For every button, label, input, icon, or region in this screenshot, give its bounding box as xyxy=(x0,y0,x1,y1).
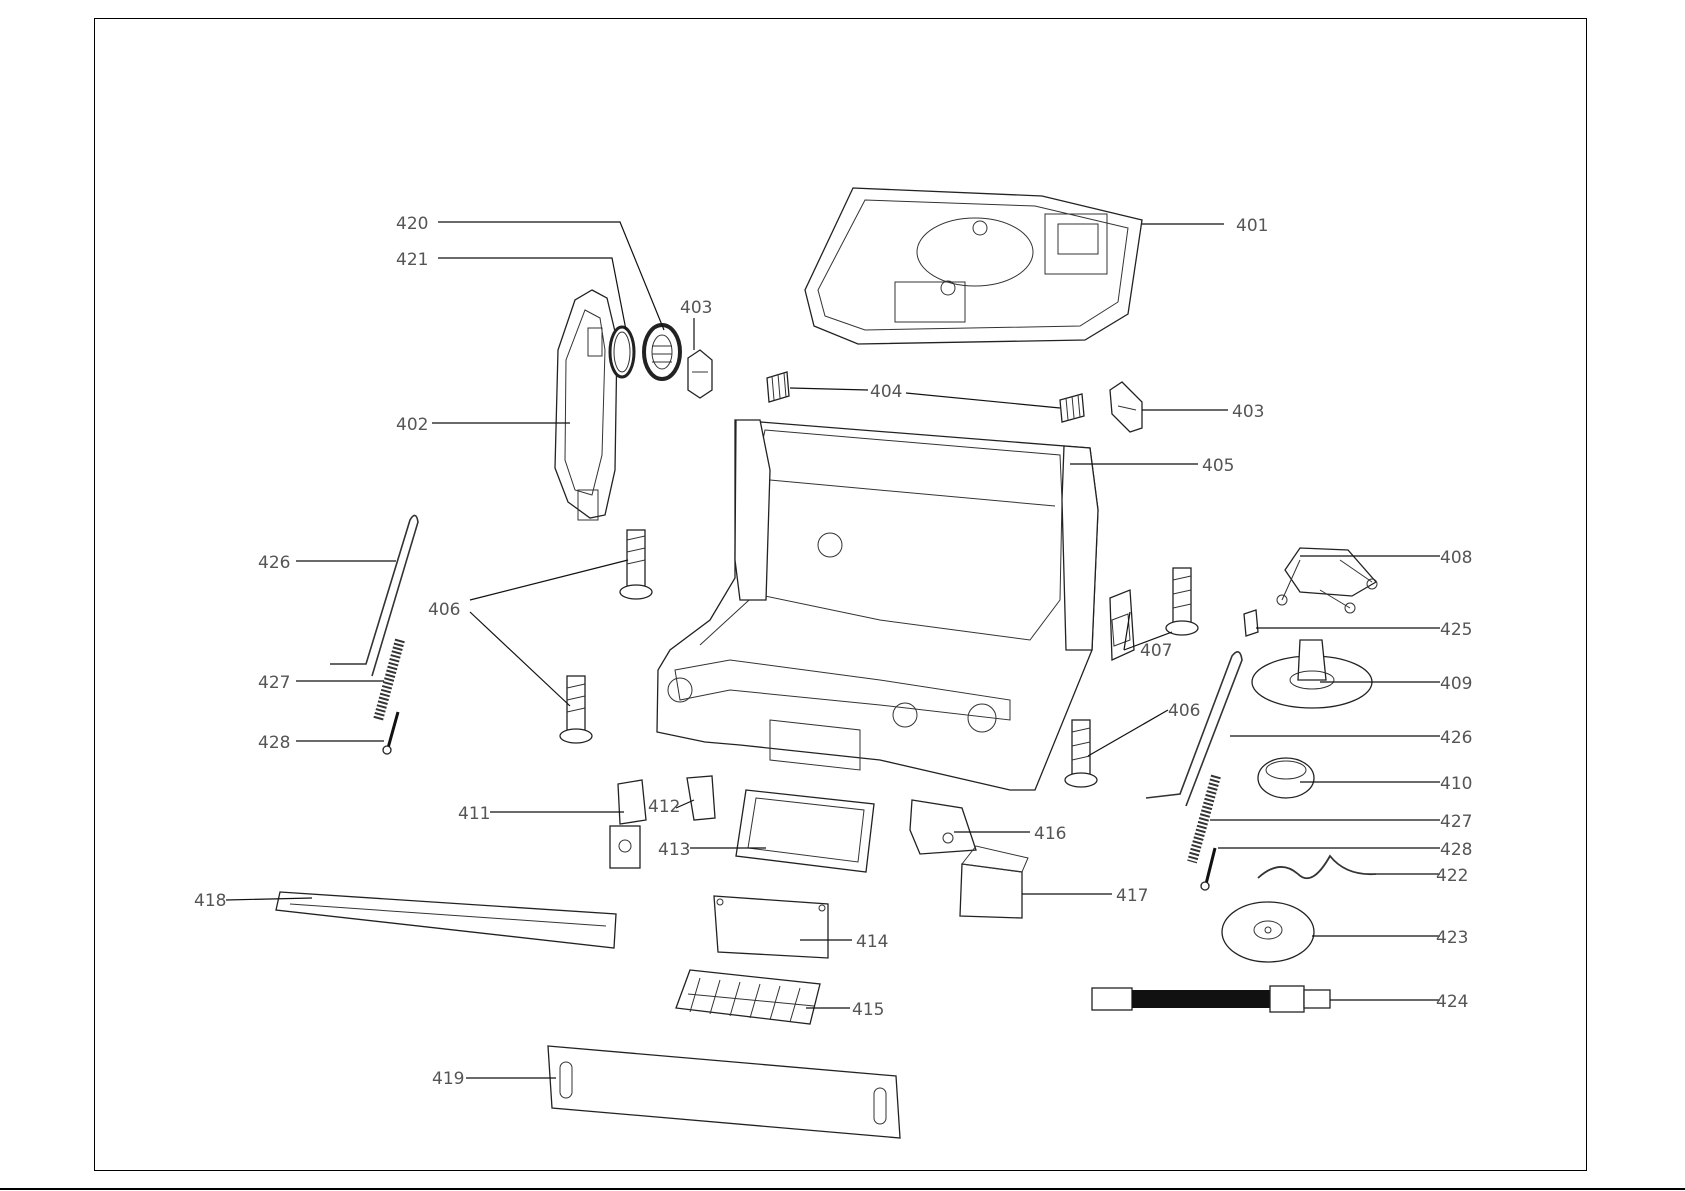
part-403-clip-right xyxy=(1110,382,1142,432)
callout-422: 422 xyxy=(1436,866,1468,886)
callout-426: 426 xyxy=(258,553,290,573)
part-427-spring-right xyxy=(1192,776,1216,862)
part-404-vent-right xyxy=(1060,394,1084,422)
part-428-bolt-right xyxy=(1201,848,1215,890)
callout-416: 416 xyxy=(1034,824,1066,844)
callout-401: 401 xyxy=(1236,216,1268,236)
callout-409: 409 xyxy=(1440,674,1472,694)
part-401-top-tray xyxy=(805,188,1142,344)
part-406-foot-1 xyxy=(620,530,652,599)
callout-427: 427 xyxy=(1440,812,1472,832)
part-404-vent-left xyxy=(767,372,789,402)
callout-419: 419 xyxy=(432,1069,464,1089)
callout-402: 402 xyxy=(396,415,428,435)
part-427-spring-left xyxy=(378,640,400,720)
callout-403: 403 xyxy=(1232,402,1264,422)
callout-412: 412 xyxy=(648,797,680,817)
part-411-valve xyxy=(610,780,646,868)
part-428-bolt-left xyxy=(383,712,398,754)
part-416-box-bracket xyxy=(910,800,976,854)
callout-428: 428 xyxy=(1440,840,1472,860)
callout-408: 408 xyxy=(1440,548,1472,568)
callout-411: 411 xyxy=(458,804,490,824)
callout-428: 428 xyxy=(258,733,290,753)
part-406-foot-2 xyxy=(560,676,592,743)
callout-404: 404 xyxy=(870,382,902,402)
part-422-wire xyxy=(1258,856,1376,878)
callout-413: 413 xyxy=(658,840,690,860)
part-419-kick-plate xyxy=(548,1046,900,1138)
part-405-base-frame xyxy=(657,420,1098,790)
part-425-clip xyxy=(1244,610,1258,636)
callout-417: 417 xyxy=(1116,886,1148,906)
part-402-side-panel xyxy=(555,290,617,520)
callout-420: 420 xyxy=(396,214,428,234)
part-414-board xyxy=(714,896,828,958)
part-418-rail xyxy=(276,892,616,948)
part-423-disc xyxy=(1222,902,1314,962)
callout-426: 426 xyxy=(1440,728,1472,748)
callout-427: 427 xyxy=(258,673,290,693)
callout-403: 403 xyxy=(680,298,712,318)
part-426-rod-right xyxy=(1146,652,1242,806)
part-410-cup xyxy=(1258,758,1314,798)
part-424-hose xyxy=(1092,986,1330,1012)
callout-425: 425 xyxy=(1440,620,1472,640)
callout-407: 407 xyxy=(1140,641,1172,661)
callout-405: 405 xyxy=(1202,456,1234,476)
part-407-bracket xyxy=(1110,590,1134,660)
callout-423: 423 xyxy=(1436,928,1468,948)
part-413-tray xyxy=(736,790,874,872)
part-412-plate xyxy=(687,776,715,820)
part-420-filter-ring xyxy=(644,325,680,379)
part-403-clip-left xyxy=(688,350,712,398)
callout-410: 410 xyxy=(1440,774,1472,794)
callout-421: 421 xyxy=(396,250,428,270)
part-426-rod-left xyxy=(330,515,418,676)
callout-414: 414 xyxy=(856,932,888,952)
callout-424: 424 xyxy=(1436,992,1468,1012)
part-409-hub xyxy=(1252,640,1372,708)
callout-415: 415 xyxy=(852,1000,884,1020)
callout-418: 418 xyxy=(194,891,226,911)
callout-406: 406 xyxy=(1168,701,1200,721)
part-421-o-ring xyxy=(610,327,634,377)
part-406-foot-3 xyxy=(1166,568,1198,635)
callout-406: 406 xyxy=(428,600,460,620)
part-415-grid-tray xyxy=(676,970,820,1024)
part-417-cover xyxy=(960,846,1028,918)
part-408-arm-assembly xyxy=(1277,548,1377,613)
